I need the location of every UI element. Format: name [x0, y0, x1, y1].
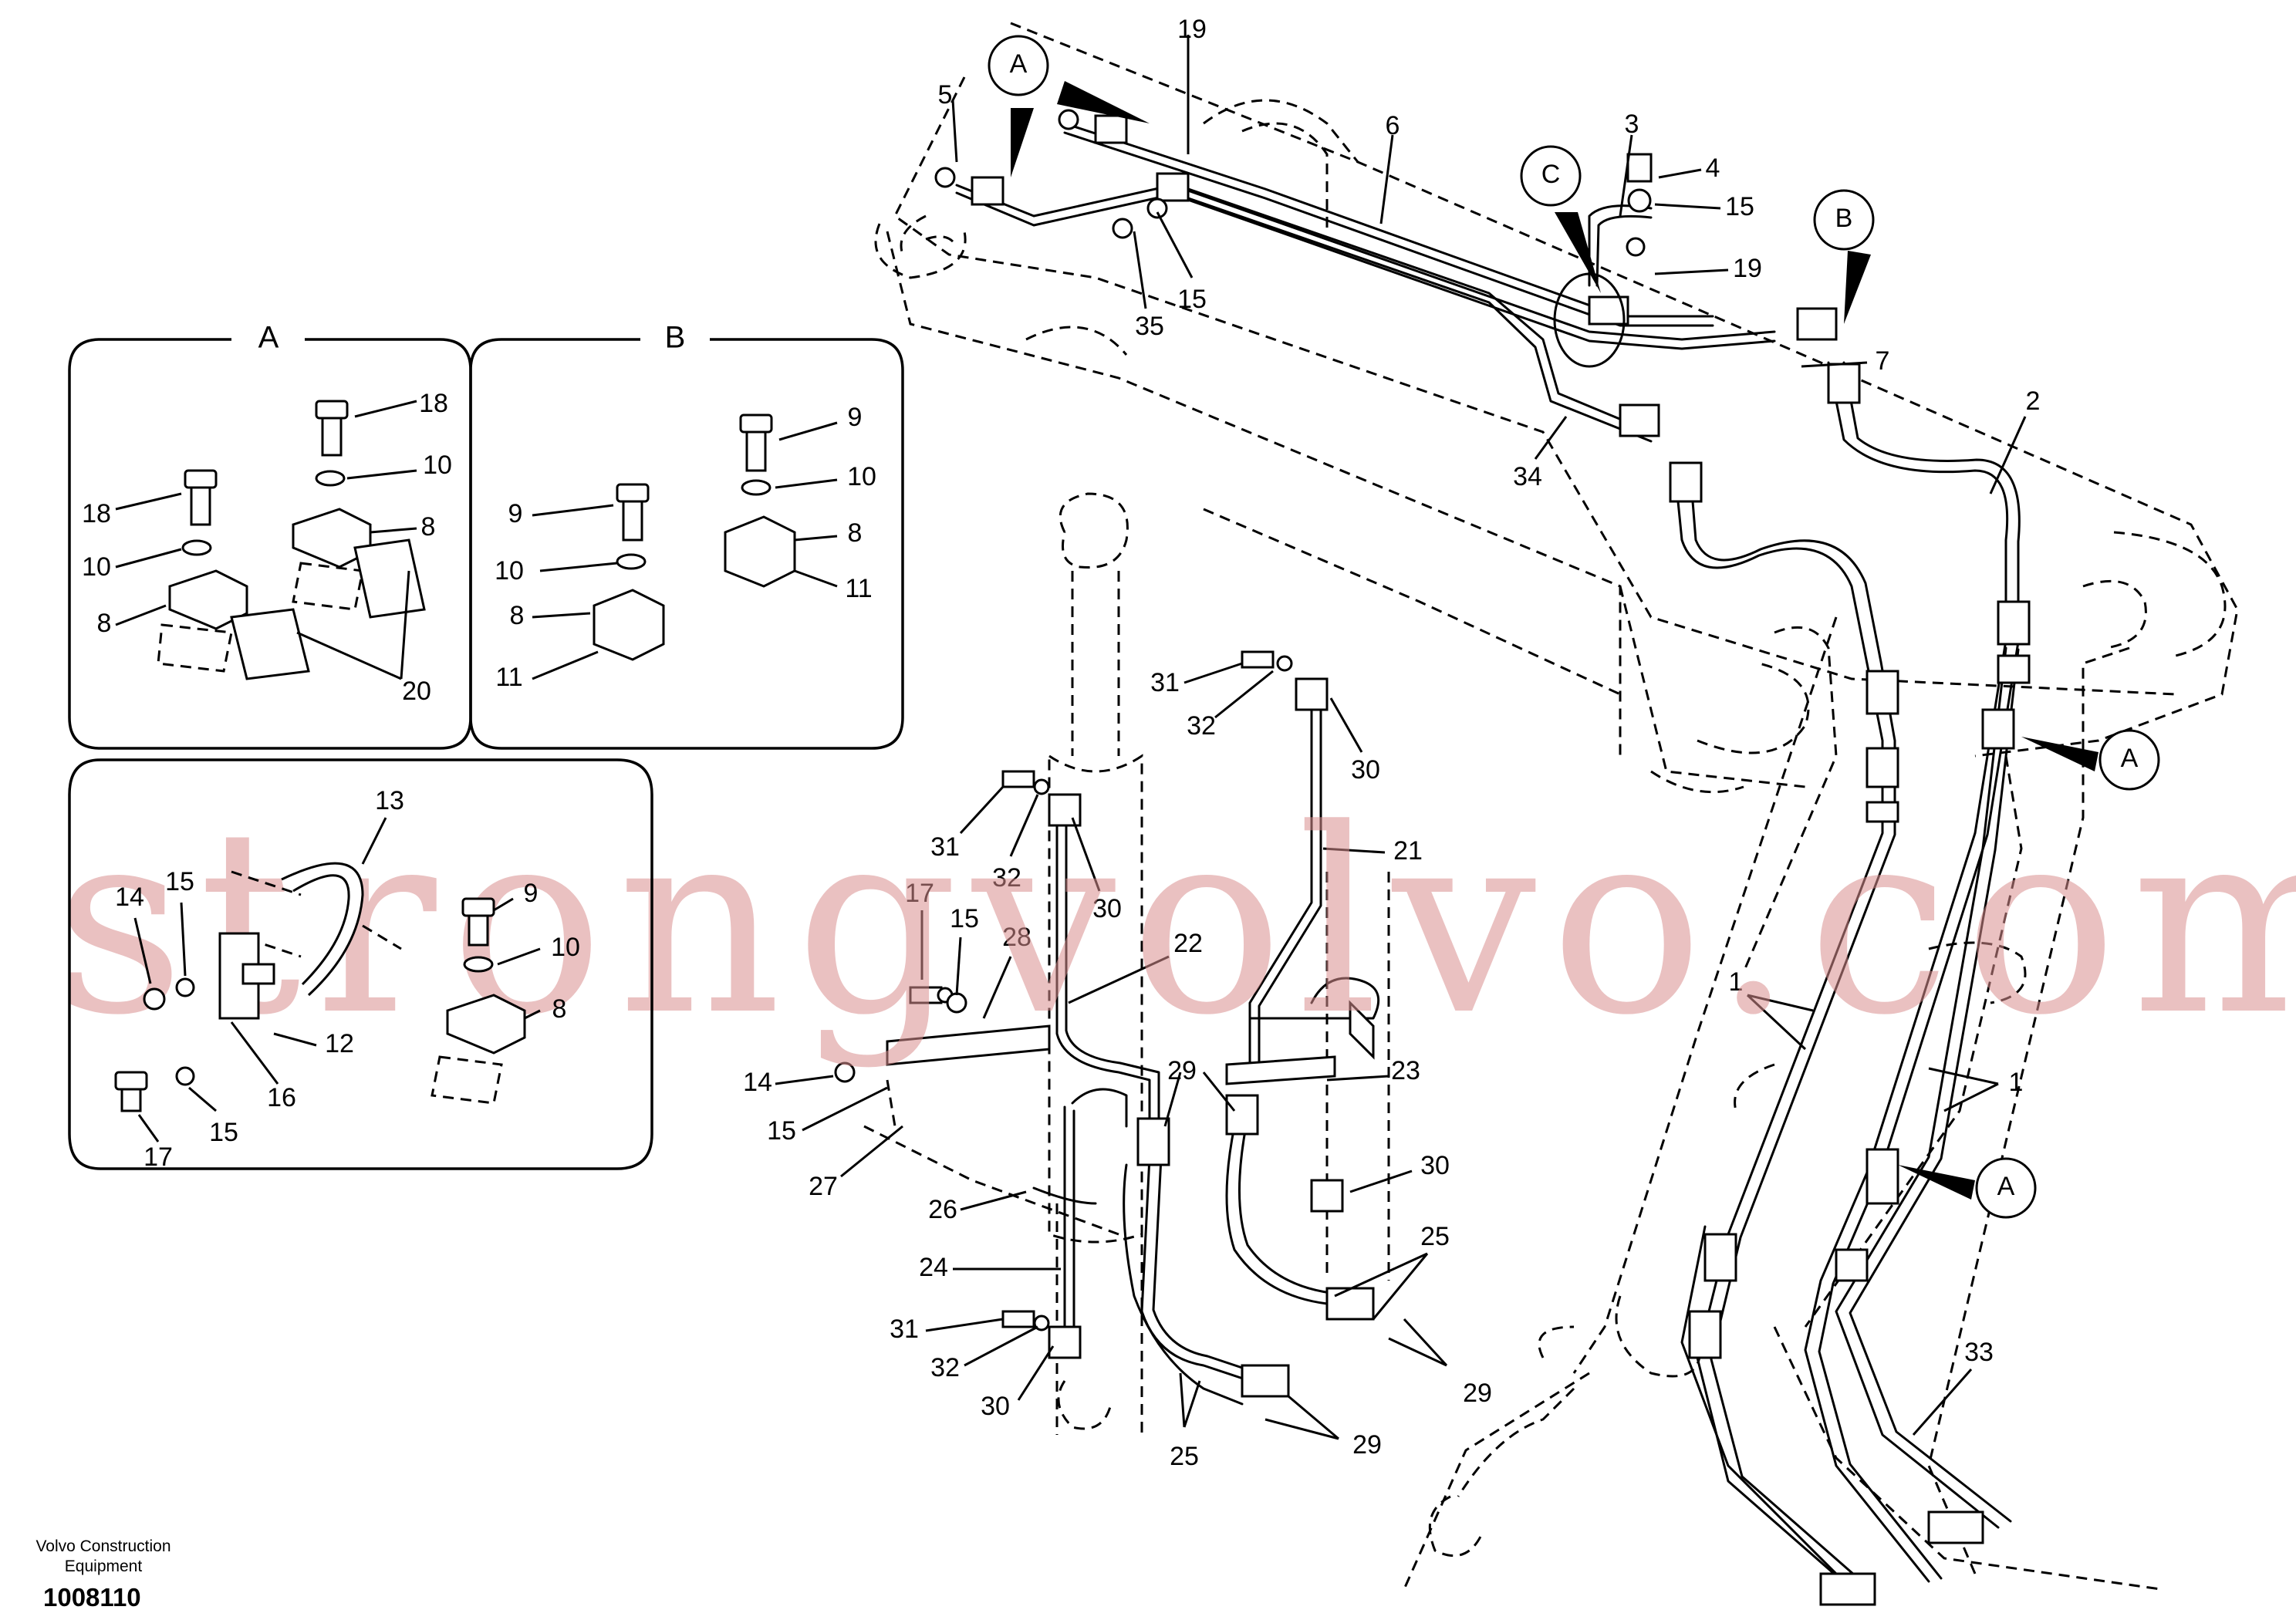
panel-c-label-15-top: 15: [165, 867, 194, 896]
label-30-b: 30: [1092, 894, 1122, 923]
label-28: 28: [1002, 923, 1032, 952]
label-19-right: 19: [1733, 254, 1762, 283]
panel-b-label-11-top: 11: [845, 574, 872, 603]
label-15-main: 15: [950, 904, 979, 933]
label-23: 23: [1391, 1056, 1420, 1085]
label-19-top: 19: [1177, 15, 1207, 44]
panel-a-label-8-top: 8: [421, 512, 436, 542]
hose-fittings: [971, 114, 2031, 1606]
callout-b: B: [1835, 204, 1853, 233]
label-31-c: 31: [890, 1315, 919, 1344]
label-32-a: 32: [1187, 711, 1216, 741]
label-25-right: 25: [1420, 1222, 1450, 1251]
bucket-hoses: [1032, 677, 1375, 1406]
panel-c-label-8: 8: [552, 994, 567, 1024]
panel-b-label-11-left: 11: [495, 663, 522, 692]
panel-a-label-8-left: 8: [97, 609, 112, 638]
label-5: 5: [938, 80, 953, 110]
panel-a-label-18-left: 18: [82, 499, 111, 528]
label-29-lower: 29: [1352, 1430, 1382, 1460]
label-14-main: 14: [743, 1068, 772, 1097]
brand-line-1: Volvo Construction: [35, 1537, 171, 1555]
panel-b-label-10-left: 10: [495, 556, 524, 586]
label-2: 2: [2026, 386, 2041, 416]
label-15-lower: 15: [767, 1116, 796, 1146]
panel-c-label-14: 14: [115, 883, 144, 912]
panel-b-title: B: [665, 321, 686, 355]
label-25-lower: 25: [1170, 1442, 1199, 1471]
label-22: 22: [1173, 929, 1203, 958]
boom-pipes: [955, 122, 1776, 443]
main-labels: 19 5 6 3 4 15 19 7 35 15 34 2 31 32 30 2…: [743, 15, 2040, 1471]
label-29-right: 29: [1463, 1379, 1492, 1408]
label-34: 34: [1513, 462, 1542, 491]
label-27: 27: [809, 1172, 838, 1201]
callout-arrow-a-top: [1011, 108, 1034, 177]
callout-arrow-c: [1555, 212, 1601, 293]
panel-a-label-10-left: 10: [82, 552, 111, 582]
watermark: strongvolvo.com: [54, 775, 2296, 1071]
label-15-top: 15: [1725, 192, 1754, 221]
label-30-c: 30: [1420, 1151, 1450, 1180]
label-6: 6: [1386, 111, 1400, 140]
panel-c-label-9: 9: [524, 879, 539, 908]
panel-a-label-20: 20: [402, 677, 431, 706]
label-30-d: 30: [981, 1392, 1010, 1421]
detail-panel-c: 13 14 15 9 10 8 12 16 17 15: [68, 758, 653, 1172]
panel-c-label-16: 16: [267, 1083, 296, 1112]
label-32-b: 32: [992, 863, 1021, 893]
panel-c-label-12: 12: [325, 1029, 354, 1058]
drawing-number: 1008110: [43, 1583, 141, 1612]
callout-arrow-a-right: [2021, 737, 2098, 771]
label-17-main: 17: [905, 879, 934, 908]
callout-arrow-a-top2: [1057, 81, 1150, 123]
panel-c-label-10: 10: [551, 933, 580, 962]
panel-b-label-8-left: 8: [510, 601, 525, 630]
callout-arrow-b: [1844, 251, 1871, 324]
panel-a-label-18-top: 18: [419, 389, 448, 418]
panel-b-label-9-top: 9: [848, 403, 863, 432]
label-1-right: 1: [2009, 1068, 2024, 1097]
callout-a-lower: A: [1997, 1172, 2015, 1201]
callout-a-top: A: [1010, 49, 1028, 79]
detail-c-ellipse: [1553, 272, 1626, 368]
panel-b-label-10-top: 10: [847, 462, 876, 491]
label-30-a: 30: [1351, 755, 1380, 785]
callout-arrow-a-lower: [1898, 1165, 1975, 1200]
label-31-b: 31: [930, 832, 960, 862]
label-24: 24: [919, 1253, 948, 1282]
bucket-pipes: [1055, 685, 1380, 1328]
label-3: 3: [1625, 110, 1639, 139]
callout-c: C: [1541, 160, 1561, 189]
callout-a-right: A: [2121, 744, 2139, 773]
label-26: 26: [928, 1195, 957, 1224]
panel-a-title: A: [258, 321, 279, 355]
callout-circles: A C B A A: [988, 35, 2160, 1219]
panel-b-label-9-left: 9: [508, 499, 523, 528]
label-35: 35: [1135, 312, 1164, 341]
label-31-a: 31: [1150, 668, 1180, 697]
panel-c-label-15-bottom: 15: [209, 1118, 238, 1147]
detail-panel-b: B 9 10 8 11 9 10 8 11: [469, 321, 904, 750]
label-7: 7: [1876, 346, 1890, 376]
label-29-a: 29: [1167, 1056, 1197, 1085]
label-32-c: 32: [930, 1353, 960, 1382]
brand-line-2: Equipment: [64, 1558, 143, 1575]
label-4: 4: [1706, 154, 1720, 183]
label-33: 33: [1964, 1338, 1994, 1367]
detail-panel-a: A 18 10 8 18 10 8 20: [68, 321, 472, 750]
panel-a-label-10-top: 10: [423, 451, 452, 480]
label-21: 21: [1393, 836, 1423, 866]
panel-c-label-17: 17: [144, 1142, 173, 1172]
label-1-left: 1: [1729, 967, 1744, 997]
label-15-mid: 15: [1177, 285, 1207, 314]
panel-c-label-13: 13: [375, 786, 404, 815]
panel-b-label-8-top: 8: [848, 518, 863, 548]
